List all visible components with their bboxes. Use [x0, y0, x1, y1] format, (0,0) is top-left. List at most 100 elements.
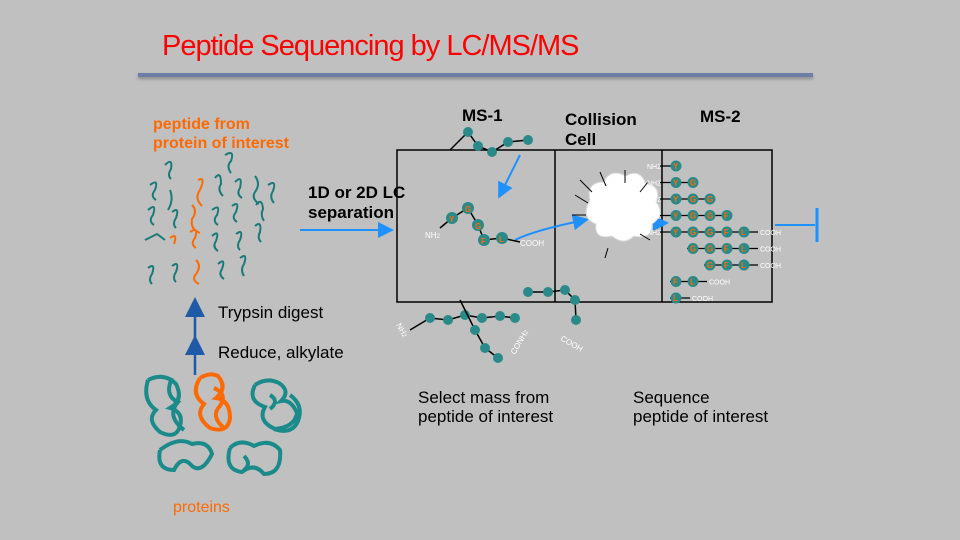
collision-rays [572, 170, 651, 259]
fragment-residue [670, 226, 682, 238]
fragment-nh2-label: NH2 [647, 181, 661, 188]
fragment-residue [704, 226, 716, 238]
fragment-nh2-label: NH2 [647, 164, 661, 171]
svg-text:CONH2: CONH2 [509, 328, 531, 356]
fragment-residue [670, 193, 682, 205]
fragment-residue-letter: G [707, 195, 713, 204]
ms1-curved-arrow [498, 154, 521, 199]
svg-text:F: F [481, 237, 486, 246]
fragment-residue [704, 243, 716, 254]
sequence-line1: Sequence [633, 388, 710, 407]
fragment-residue-letter: F [673, 278, 678, 287]
collision-cell-label: Collision Cell [565, 110, 637, 150]
residue-g2 [472, 219, 484, 231]
svg-text:G: G [465, 205, 471, 214]
svg-text:NH2: NH2 [394, 322, 410, 340]
svg-text:NH2: NH2 [425, 231, 441, 240]
collision-line2: Cell [565, 130, 597, 149]
lc-separation-label: 1D or 2D LC separation [308, 183, 405, 223]
fragment-residue-letter: G [690, 212, 696, 221]
fragment-residue-letter: G [690, 228, 696, 237]
to-collision-arrow [514, 214, 589, 241]
fragment-residue-letter: G [690, 179, 696, 188]
fragment-residue-letter: G [690, 245, 696, 254]
fragment-residue-letter: L [690, 278, 695, 287]
residue-l [496, 232, 508, 244]
svg-text:COOH: COOH [520, 239, 544, 248]
fragment-residue-letter: L [741, 228, 746, 237]
fragment-residue [670, 276, 682, 287]
fragment-residue [670, 177, 682, 188]
fragment-nh2-label: NH2 [647, 197, 661, 204]
peptide-mixture-squiggles [144, 152, 276, 285]
residue-f [478, 234, 490, 246]
fragment-residue [738, 226, 750, 238]
fragment-residue [721, 259, 733, 271]
trypsin-digest-label: Trypsin digest [218, 303, 324, 322]
fragment-residue [670, 292, 682, 304]
fragment-residue [704, 210, 716, 221]
fragment-residue-letter: F [724, 245, 729, 254]
select-line1: Select mass from [418, 388, 550, 407]
residue-g1 [462, 202, 474, 214]
fragment-residue-letter: G [707, 245, 713, 254]
peptide-source-line1: peptide from [153, 116, 250, 133]
fragment-residue [687, 210, 699, 221]
protein-blobs [144, 372, 302, 477]
select-mass-label: Select mass from peptide of interest [418, 388, 553, 426]
fragment-residue-letter: F [724, 212, 729, 221]
residue-y [446, 212, 458, 224]
sequence-label: Sequence peptide of interest [633, 388, 768, 426]
svg-text:G: G [475, 222, 481, 231]
fragment-residue [721, 210, 733, 221]
fragment-cooh-label: COOH [692, 296, 713, 303]
fragment-residue-letter: L [673, 294, 678, 303]
fragment-residue [687, 177, 699, 188]
fragment-residue [670, 160, 682, 172]
fragment-residue [721, 226, 733, 238]
peptide-source-label: peptide from protein of interest [153, 115, 289, 153]
fragment-residue-letter: G [690, 195, 696, 204]
fragment-residue-letter: Y [673, 212, 679, 221]
fragment-residue [704, 259, 716, 271]
reduce-alkylate-label: Reduce, alkylate [218, 343, 344, 362]
fragment-residue-letter: Y [673, 179, 679, 188]
lc-line2: separation [308, 203, 394, 222]
instrument-box [396, 149, 773, 303]
peptide-source-line2: protein of interest [153, 135, 290, 152]
fragment-cooh-label: COOH [709, 280, 730, 287]
fragment-residue-letter: F [724, 228, 729, 237]
fragment-residue [687, 243, 699, 254]
proteins-label: proteins [173, 499, 230, 516]
svg-text:L: L [499, 235, 504, 244]
fragment-residue [738, 243, 750, 254]
fragment-residue-letter: L [741, 245, 746, 254]
fragment-residue [687, 226, 699, 238]
fragment-cooh-label: COOH [760, 247, 781, 254]
tryptic-peptides: NH2 COOH CONH2 [394, 285, 584, 363]
fragment-residue-letter: G [707, 212, 713, 221]
fragment-residue [687, 276, 699, 287]
fragment-residue [687, 193, 699, 205]
fragment-nh2-label: NH2 [647, 214, 661, 221]
fragment-residue-letter: Y [673, 162, 679, 171]
fragment-cooh-label: COOH [760, 263, 781, 270]
lc-line1: 1D or 2D LC [308, 183, 406, 202]
fragment-residue-letter: G [707, 261, 713, 270]
svg-text:Y: Y [449, 215, 455, 224]
fragment-residue [738, 259, 750, 271]
fragment-residue-letter: G [707, 228, 713, 237]
ms1-peptide-chain [449, 127, 533, 157]
sequence-line2: peptide of interest [633, 407, 769, 426]
slide-title: Peptide Sequencing by LC/MS/MS [162, 30, 580, 62]
fragment-residue-letter: Y [673, 195, 679, 204]
svg-text:COOH: COOH [559, 334, 584, 354]
selected-peptide: Y G G F L NH2 COOH [425, 202, 544, 248]
title-underline [138, 73, 813, 77]
fragment-nh2-label: NH2 [647, 230, 661, 237]
fragment-residue [704, 193, 716, 205]
ms1-label: MS-1 [462, 106, 503, 125]
fragment-residue [721, 243, 733, 254]
